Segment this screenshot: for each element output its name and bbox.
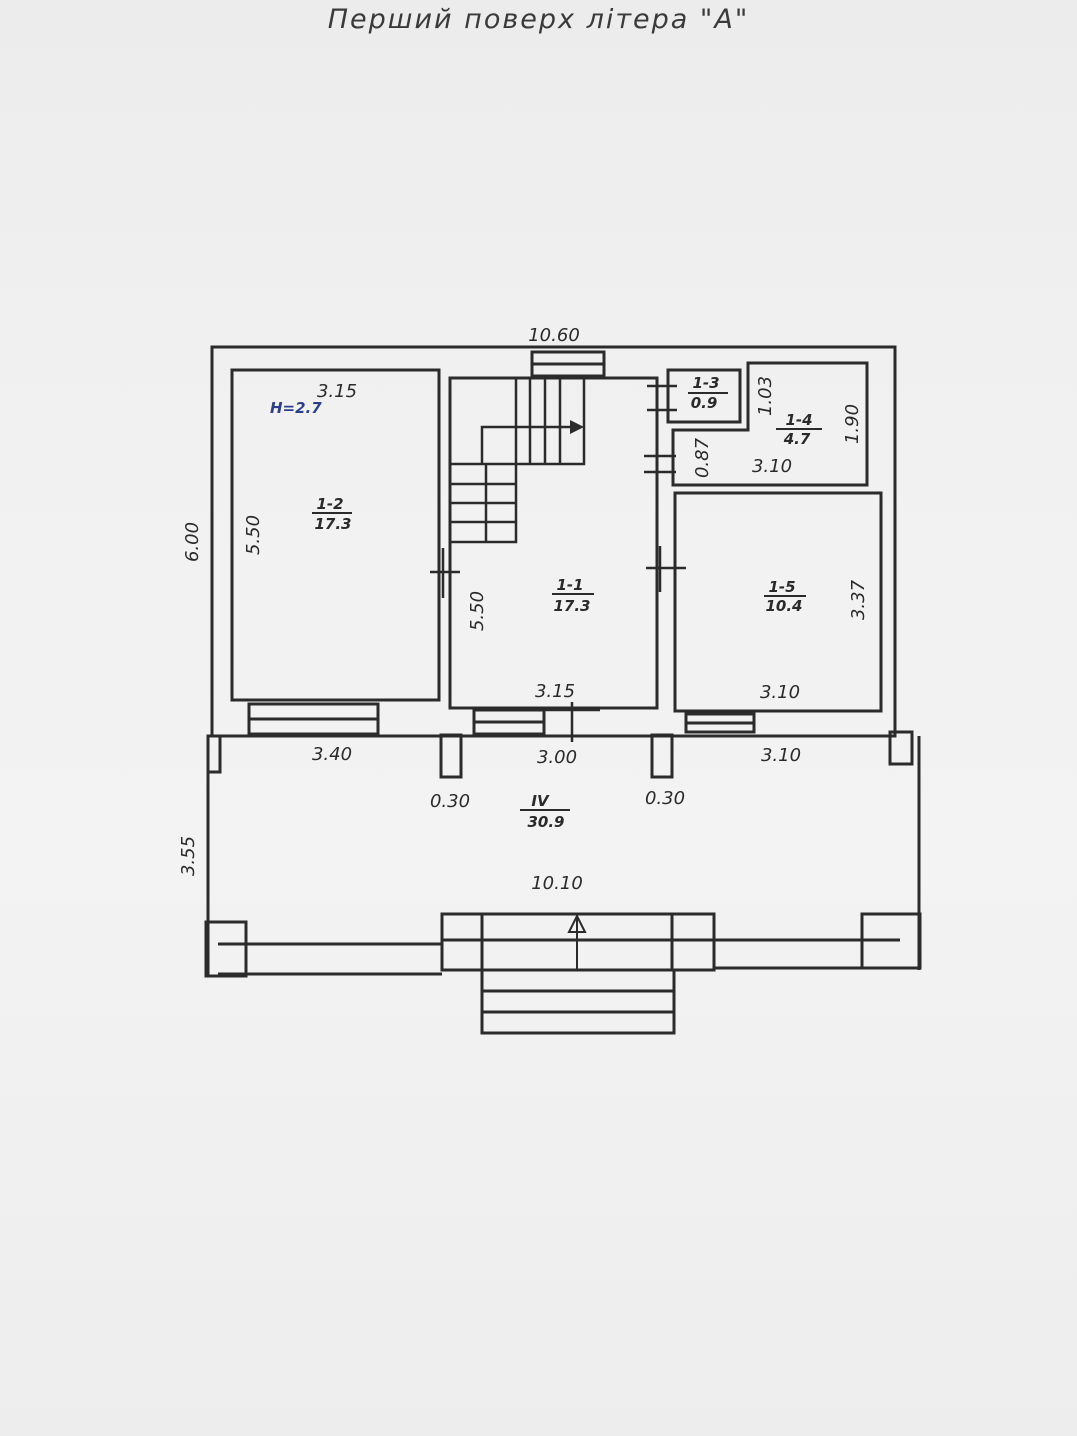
dim-terrace-right: 3.10 bbox=[761, 745, 801, 766]
plan-title: Перший поверх літера "А" bbox=[327, 4, 750, 35]
internal-staircase bbox=[450, 378, 586, 544]
dim-room-1-3-side: 1.03 bbox=[755, 376, 776, 416]
entrance-steps bbox=[480, 968, 676, 1035]
room-1-3-id: 1-3 bbox=[692, 374, 719, 392]
stair-direction-arrow bbox=[570, 420, 584, 434]
outer-wall-outline bbox=[210, 345, 897, 738]
dim-column-left: 0.30 bbox=[430, 791, 470, 812]
room-1-3-area: 0.9 bbox=[691, 394, 718, 412]
room-1-4-walls bbox=[671, 361, 869, 487]
dim-room-1-4-width: 3.10 bbox=[752, 456, 792, 477]
room-1-4-area: 4.7 bbox=[783, 430, 811, 448]
dim-room-1-4-depth: 1.90 bbox=[842, 404, 863, 444]
terrace-area: 30.9 bbox=[527, 813, 564, 831]
room-1-5-area: 10.4 bbox=[765, 597, 802, 615]
column-left bbox=[439, 733, 463, 779]
dim-overall-width: 10.60 bbox=[528, 325, 580, 346]
room-1-2-area: 17.3 bbox=[314, 515, 351, 533]
room-1-5-id: 1-5 bbox=[768, 578, 795, 596]
dim-terrace-width: 10.10 bbox=[531, 873, 583, 894]
room-1-4-id: 1-4 bbox=[785, 411, 812, 429]
room-1-2-id: 1-2 bbox=[316, 495, 343, 513]
dim-terrace-middle: 3.00 bbox=[537, 747, 577, 768]
terrace-pier-top-right bbox=[888, 730, 914, 766]
room-1-1-area: 17.3 bbox=[553, 597, 590, 615]
dim-room-1-2-width: 3.15 bbox=[317, 381, 357, 402]
terrace-id: IV bbox=[531, 792, 550, 810]
ceiling-height-note: H=2.7 bbox=[270, 399, 322, 417]
dim-terrace-left: 3.40 bbox=[312, 744, 352, 765]
room-1-3-walls bbox=[666, 368, 742, 424]
terrace-corner-pier-right bbox=[860, 912, 922, 970]
door-marks bbox=[430, 384, 686, 742]
entrance-arrow bbox=[567, 913, 587, 933]
room-1-5-walls bbox=[673, 491, 883, 713]
dim-room-1-1-width: 3.15 bbox=[535, 681, 575, 702]
dim-room-1-4-lower: 0.87 bbox=[692, 437, 713, 478]
dim-overall-depth: 6.00 bbox=[182, 522, 203, 562]
dim-room-1-1-depth: 5.50 bbox=[467, 591, 488, 631]
dim-room-1-5-width: 3.10 bbox=[760, 682, 800, 703]
dim-room-1-5-depth: 3.37 bbox=[848, 579, 869, 620]
dim-terrace-depth: 3.55 bbox=[178, 836, 199, 876]
room-1-1-id: 1-1 bbox=[556, 576, 583, 594]
column-right bbox=[650, 733, 674, 779]
terrace-pier-top-left bbox=[206, 734, 222, 774]
dim-column-right: 0.30 bbox=[645, 788, 685, 809]
terrace-corner-pier-left bbox=[204, 920, 248, 978]
room-1-2-walls bbox=[230, 368, 441, 702]
dim-room-1-2-depth: 5.50 bbox=[243, 515, 264, 555]
